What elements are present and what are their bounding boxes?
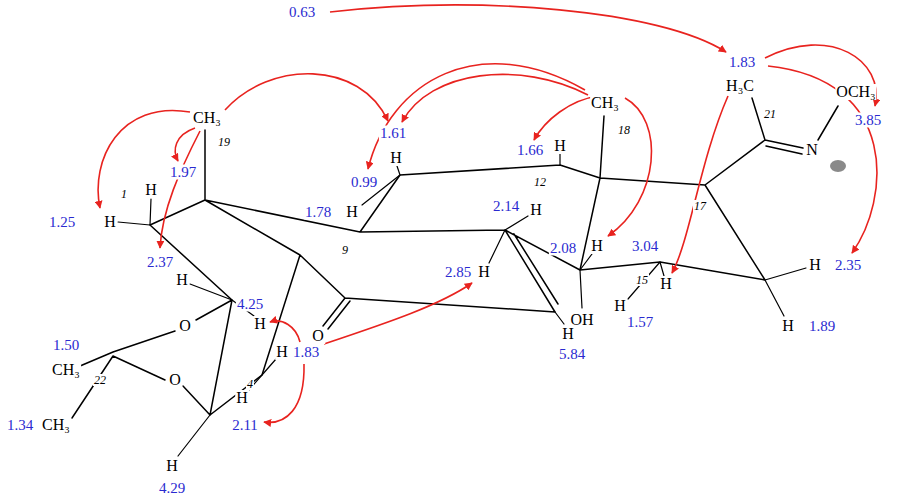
- atom-label: O: [311, 328, 325, 344]
- correlation-arrow: [672, 96, 728, 273]
- atom-label: H: [103, 214, 117, 230]
- skeleton-bonds: [72, 98, 838, 418]
- atom-number: 15: [635, 274, 649, 286]
- atom-label: N: [805, 142, 819, 158]
- correlation-arrow: [98, 110, 190, 208]
- atom-number: 1: [120, 188, 128, 200]
- atom-label: H: [275, 344, 289, 360]
- correlation-arrow: [264, 364, 304, 422]
- atom-label: H: [235, 390, 249, 406]
- chemical-shift: 1.50: [52, 338, 80, 353]
- chemical-shift: 0.99: [350, 175, 378, 190]
- atom-label: H: [659, 276, 673, 292]
- chemical-shift: 4.29: [158, 481, 186, 496]
- chemical-shift: 2.35: [834, 258, 862, 273]
- chemical-shift: 2.37: [146, 255, 174, 270]
- correlation-arrow: [225, 74, 388, 121]
- chemical-shift: 1.34: [6, 418, 34, 433]
- atom-label: H: [175, 272, 189, 288]
- correlation-arrow: [270, 321, 300, 342]
- atom-number: 17: [693, 200, 707, 212]
- atom-number: 21: [763, 108, 777, 120]
- correlation-arrow: [768, 66, 877, 253]
- atom-label: H: [529, 202, 543, 218]
- chemical-shift: 1.97: [169, 165, 197, 180]
- atom-label: H: [561, 326, 575, 342]
- chemical-shift: 1.25: [48, 215, 76, 230]
- atom-label: CH₃: [41, 417, 71, 433]
- atom-number: 22: [93, 374, 107, 386]
- hydrogen-bonds: [118, 154, 806, 456]
- atom-label: H: [165, 458, 179, 474]
- chemical-shift: 3.85: [854, 113, 882, 128]
- atom-label: CH₃: [192, 110, 222, 126]
- atom-label: O: [178, 318, 192, 334]
- atom-label: H: [389, 150, 403, 166]
- atom-number: 18: [617, 124, 631, 136]
- chemical-shift: 1.57: [626, 315, 654, 330]
- correlation-arrow: [175, 128, 195, 161]
- chemical-shift: 0.63: [288, 5, 316, 20]
- atom-label: H: [345, 204, 359, 220]
- atom-label: H: [808, 257, 822, 273]
- atom-label: H: [253, 316, 267, 332]
- atom-number: 9: [341, 244, 349, 256]
- chemical-shift: 1.66: [516, 143, 544, 158]
- correlation-arrow: [330, 5, 726, 52]
- correlation-arrow: [534, 96, 598, 140]
- correlation-arrow: [324, 283, 472, 344]
- chemical-shift: 2.08: [549, 241, 577, 256]
- atom-label: H: [144, 182, 158, 198]
- correlation-arrow: [368, 64, 585, 169]
- atom-label: H: [781, 318, 795, 334]
- atom-label: O: [168, 372, 182, 388]
- correlation-arrow: [765, 45, 876, 106]
- atom-label: H₃C: [725, 78, 755, 94]
- chemical-shift: 4.25: [236, 297, 264, 312]
- chemical-shift: 2.85: [444, 265, 472, 280]
- chemical-shift: 2.11: [231, 418, 259, 433]
- atom-number: 4: [246, 378, 254, 390]
- correlation-arrows: [98, 5, 877, 422]
- lone-pair: [830, 160, 846, 172]
- atom-label: H: [613, 298, 627, 314]
- atom-label: H: [477, 264, 491, 280]
- chemical-shift: 3.04: [631, 239, 659, 254]
- chemical-shift: 2.14: [492, 199, 520, 214]
- correlation-arrow: [608, 98, 651, 236]
- correlation-arrow: [160, 131, 200, 248]
- atom-label: CH₃: [590, 95, 620, 111]
- chemical-shift: 1.78: [304, 205, 332, 220]
- atom-number: 19: [217, 136, 231, 148]
- atom-label: OCH₃: [835, 84, 876, 100]
- atom-label: CH₃: [51, 362, 81, 378]
- chemical-shift: 1.61: [379, 126, 407, 141]
- atom-number: 12: [533, 176, 547, 188]
- chemical-shift: 5.84: [558, 347, 586, 362]
- chemical-shift: 1.89: [808, 319, 836, 334]
- atom-label: H: [590, 238, 604, 254]
- chemical-shift: 1.83: [292, 345, 320, 360]
- chemical-shift: 1.83: [728, 55, 756, 70]
- atom-label: H: [553, 138, 567, 154]
